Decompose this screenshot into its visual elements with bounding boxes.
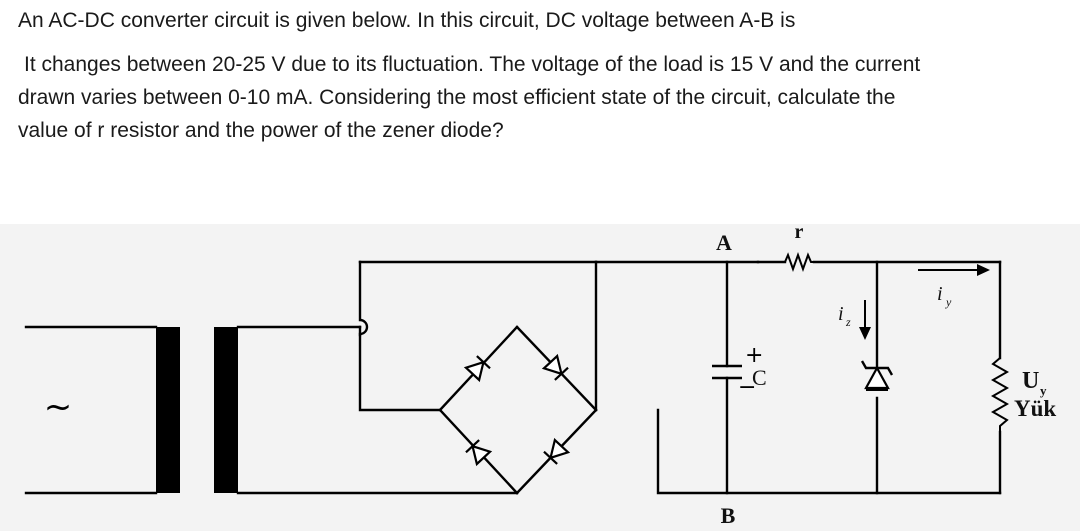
load-current-sub: y (945, 295, 952, 309)
question-text: An AC-DC converter circuit is given belo… (18, 4, 1068, 147)
rail-bottom (656, 408, 1002, 495)
bridge-left-feed (358, 325, 442, 412)
ac-source-icon: ~ (44, 387, 73, 427)
zener-current-arrow-icon (859, 300, 871, 340)
node-b-label: B (721, 503, 736, 528)
node-a-label: A (716, 230, 732, 255)
question-line-3: drawn varies between 0-10 mA. Considerin… (18, 86, 896, 109)
zener-diode-icon (860, 360, 894, 391)
diode-upper-right-icon (541, 353, 569, 381)
question-line-4: value of r resistor and the power of the… (18, 119, 504, 142)
load-voltage-label: U (1022, 368, 1039, 394)
load-current-label: i (937, 283, 943, 305)
diode-lower-right-icon (543, 437, 571, 465)
diode-upper-left-icon (463, 355, 491, 383)
cap-plus-sign: + (745, 343, 763, 368)
cap-minus-sign: − (738, 375, 756, 400)
transformer-primary-core (156, 327, 180, 493)
zener-current-sub: z (845, 315, 851, 329)
wire-crossover (358, 260, 369, 337)
load-current-arrow-icon (918, 264, 990, 276)
capacitor-label: C (752, 365, 767, 390)
resistor-icon (784, 252, 814, 272)
question-line-2: It changes between 20-25 V due to its fl… (24, 53, 921, 76)
bridge-diodes (463, 353, 571, 467)
capacitor-icon (712, 364, 742, 380)
load-voltage-sub: y (1040, 383, 1047, 398)
load-name-label: Yük (1014, 396, 1056, 421)
diode-lower-left-icon (465, 439, 493, 467)
resistor-label: r (795, 221, 804, 243)
zener-current-label: i (838, 303, 844, 325)
load-resistor-icon (990, 357, 1010, 432)
transformer-secondary-core (214, 327, 238, 493)
question-line-1: An AC-DC converter circuit is given belo… (18, 9, 796, 32)
